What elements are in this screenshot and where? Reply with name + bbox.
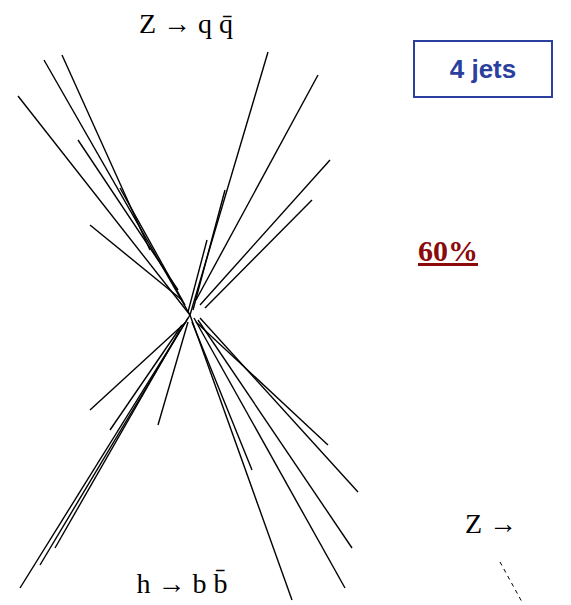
jet-count-box: 4 jets: [413, 40, 553, 98]
box-text: 4 jets: [450, 54, 517, 85]
decay-label: Z → q q̄: [139, 8, 233, 40]
fraction-label: 60%: [418, 234, 478, 268]
decay-label: h → b b̄: [137, 568, 228, 600]
decay-label: Z →: [465, 508, 517, 540]
